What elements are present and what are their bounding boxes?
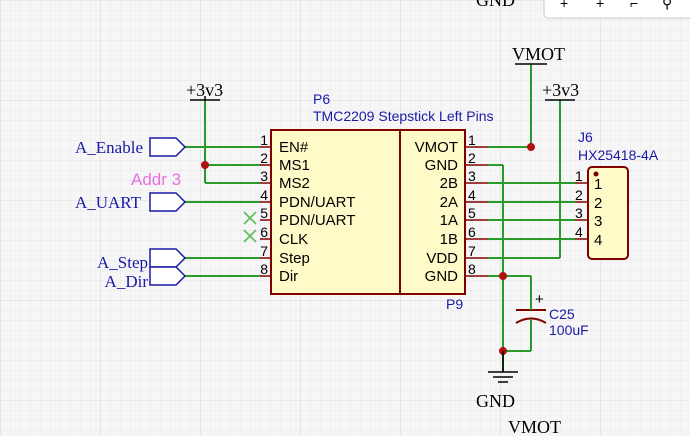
p6-ref: P6 <box>313 91 330 107</box>
p9-pin-name: VMOT <box>415 139 458 156</box>
power-vmot-top[interactable]: VMOT <box>512 44 565 65</box>
power-3v3-right[interactable]: +3v3 <box>542 80 579 101</box>
p9-pin-name: GND <box>425 157 459 174</box>
j6-pin-number: 3 <box>575 205 583 221</box>
svg-text:VMOT: VMOT <box>512 44 565 64</box>
net-label-a-step[interactable]: A_Step <box>97 248 187 272</box>
power-3v3-left[interactable]: +3v3 <box>186 80 223 101</box>
j6-pin-number: 2 <box>575 187 583 203</box>
toolbar-icon[interactable]: ⌐ <box>630 0 638 11</box>
p6-pin-number: 8 <box>260 261 268 277</box>
p6-pin-number: 7 <box>260 243 268 259</box>
j6-pin-number: 4 <box>575 224 583 240</box>
j6-pin-number: 1 <box>575 168 583 184</box>
j6-pin1-marker <box>593 171 599 177</box>
p6-pin-name: PDN/UART <box>279 212 355 229</box>
toolbar-icon[interactable]: + <box>596 0 604 11</box>
p6-pin-number: 1 <box>260 132 268 148</box>
ic-p6[interactable]: P6 TMC2209 Stepstick Left Pins 1 EN# 2 MS1 3… <box>260 91 494 295</box>
p6-pin-name: MS1 <box>279 157 310 174</box>
toolbar-icon[interactable]: ⚲ <box>662 0 672 11</box>
svg-text:A_Dir: A_Dir <box>105 272 149 291</box>
p9-pin-name: 2A <box>440 194 458 211</box>
p6-pin-number: 5 <box>260 205 268 221</box>
p9-pin-number: 4 <box>468 187 476 203</box>
p6-pin-name: PDN/UART <box>279 194 355 211</box>
j6-pin-label: 4 <box>594 232 602 249</box>
p6-pin-name: CLK <box>279 231 308 248</box>
svg-text:+3v3: +3v3 <box>542 80 579 100</box>
c25-ref: C25 <box>549 306 575 322</box>
addr-note: Addr 3 <box>131 170 181 189</box>
j6-pin-label: 1 <box>594 176 602 193</box>
p9-body <box>399 129 466 295</box>
p9-pin-number: 2 <box>468 150 476 166</box>
p9-pin-name: VDD <box>426 250 458 267</box>
p9-pin-number: 6 <box>468 224 476 240</box>
p9-pin-number: 8 <box>468 261 476 277</box>
p6-body <box>270 129 401 295</box>
j6-body <box>587 166 629 260</box>
top-toolbar[interactable]: + + ⌐ ⚲ <box>543 0 690 19</box>
p9-pin-number: 5 <box>468 205 476 221</box>
ground-symbol[interactable]: GND <box>476 351 518 411</box>
p9-pin-name: 1A <box>440 212 458 229</box>
p9-ref: P9 <box>446 296 463 312</box>
p6-pin-number: 3 <box>260 168 268 184</box>
capacitor-c25[interactable]: + C25 100uF <box>515 291 589 338</box>
p6-pin-number: 2 <box>260 150 268 166</box>
net-label-a-uart[interactable]: A_UART <box>75 192 187 212</box>
p6-value: TMC2209 Stepstick Left Pins <box>313 108 494 124</box>
p9-pin-name: GND <box>425 268 459 285</box>
p9-pin-number: 7 <box>468 243 476 259</box>
svg-text:A_Enable: A_Enable <box>75 138 143 157</box>
p6-pin-name: Step <box>279 250 310 267</box>
net-label-a-dir[interactable]: A_Dir <box>105 266 187 291</box>
toolbar-icon[interactable]: + <box>560 0 568 11</box>
p6-pin-name: MS2 <box>279 175 310 192</box>
p6-pin-name: EN# <box>279 139 309 156</box>
svg-text:GND: GND <box>476 391 515 411</box>
junction <box>201 161 209 169</box>
no-connect-markers <box>243 211 257 243</box>
p6-pin-number: 4 <box>260 187 268 203</box>
gnd-label-top: GND <box>476 0 515 10</box>
j6-value: HX25418-4A <box>578 147 659 163</box>
junction <box>499 272 507 280</box>
junction <box>527 143 535 151</box>
p9-pin-number: 1 <box>468 132 476 148</box>
svg-text:A_Step: A_Step <box>97 253 148 272</box>
vmot-label-bottom: VMOT <box>508 417 561 436</box>
svg-text:+3v3: +3v3 <box>186 80 223 100</box>
net-label-a-enable[interactable]: A_Enable <box>75 137 187 157</box>
svg-text:A_UART: A_UART <box>75 193 142 212</box>
p9-pin-number: 3 <box>468 168 476 184</box>
p9-pin-name: 1B <box>440 231 458 248</box>
c25-value: 100uF <box>549 322 589 338</box>
j6-ref: J6 <box>578 129 593 145</box>
j6-pin-label: 3 <box>594 213 602 230</box>
p6-pin-number: 6 <box>260 224 268 240</box>
j6-pin-label: 2 <box>594 195 602 212</box>
wires <box>185 64 575 372</box>
c25-polarity: + <box>535 291 544 308</box>
p9-pin-name: 2B <box>440 175 458 192</box>
p6-pin-name: Dir <box>279 268 298 285</box>
